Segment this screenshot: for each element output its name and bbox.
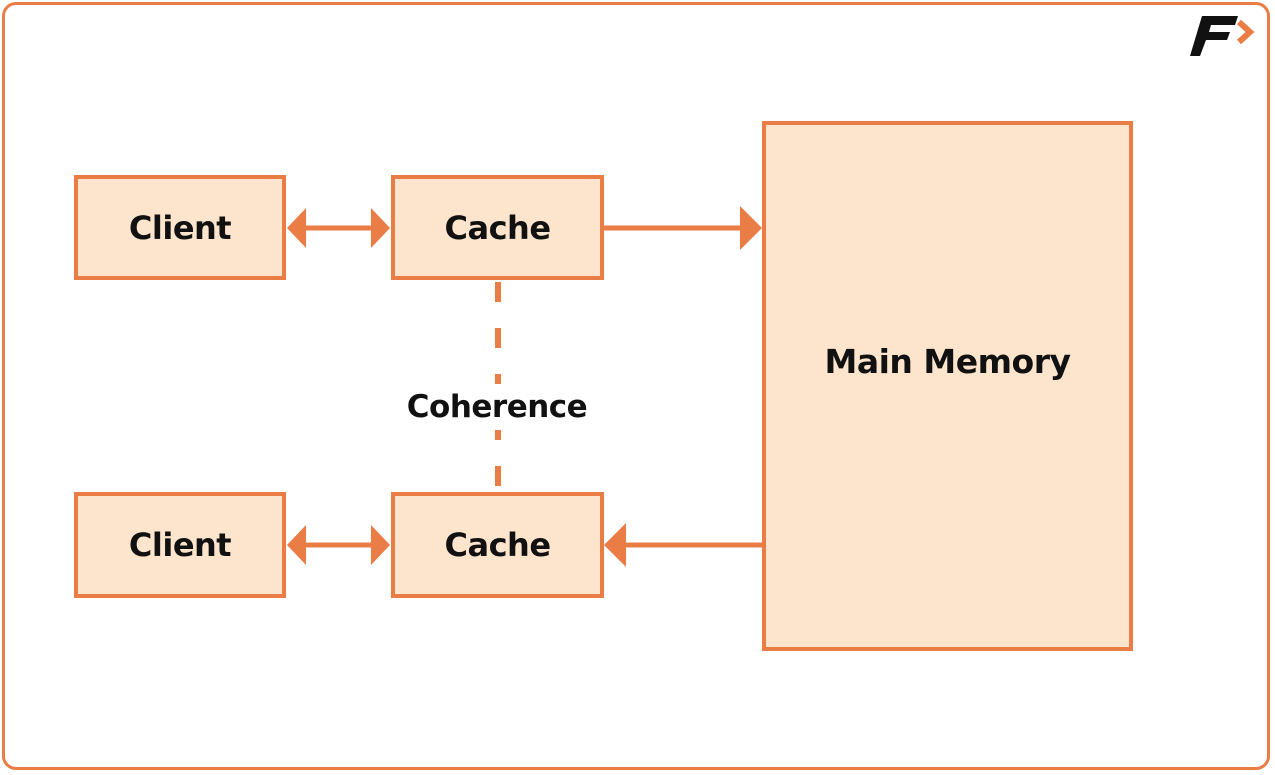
cache-node-bottom: Cache	[391, 492, 604, 598]
cache-node-top: Cache	[391, 175, 604, 280]
client-cache-bottom-arrow	[287, 525, 390, 565]
client-node-top: Client	[74, 175, 286, 280]
client-bottom-label: Client	[128, 526, 232, 564]
cache-bottom-label: Cache	[444, 526, 551, 564]
main-memory-node: Main Memory	[762, 121, 1133, 651]
client-node-bottom: Client	[74, 492, 286, 598]
cache-top-label: Cache	[444, 208, 551, 247]
cache-to-memory-arrow	[604, 206, 762, 250]
coherence-label: Coherence	[397, 384, 597, 430]
client-top-label: Client	[128, 208, 232, 247]
main-memory-label: Main Memory	[824, 341, 1071, 381]
client-cache-top-arrow	[287, 208, 390, 248]
f-arrow-logo-icon	[1190, 16, 1255, 56]
memory-to-cache-arrow	[604, 523, 762, 567]
